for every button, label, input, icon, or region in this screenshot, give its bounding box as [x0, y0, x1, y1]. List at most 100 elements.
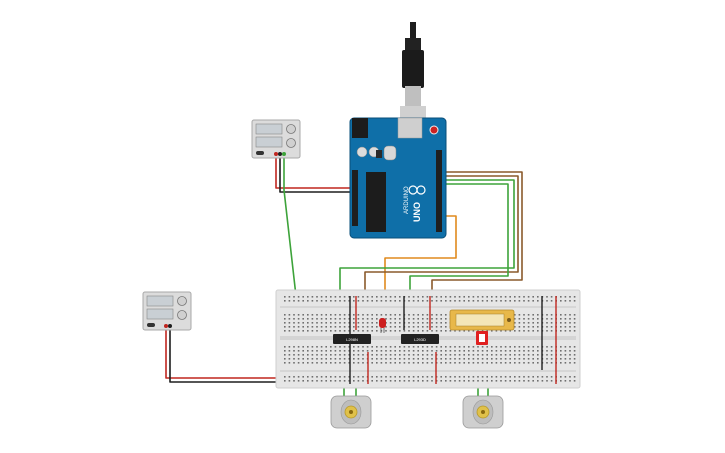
- breadboard-hole[interactable]: [504, 350, 507, 352]
- breadboard-hole[interactable]: [371, 318, 373, 320]
- breadboard-hole[interactable]: [330, 318, 332, 320]
- breadboard-hole[interactable]: [297, 376, 300, 378]
- breadboard-hole[interactable]: [311, 322, 314, 324]
- breadboard-hole[interactable]: [546, 300, 548, 302]
- breadboard-hole[interactable]: [569, 354, 571, 356]
- breadboard-hole[interactable]: [514, 350, 516, 352]
- breadboard-hole[interactable]: [389, 362, 392, 364]
- breadboard-hole[interactable]: [399, 346, 401, 348]
- breadboard-hole[interactable]: [468, 380, 470, 382]
- breadboard-hole[interactable]: [468, 354, 470, 356]
- breadboard-hole[interactable]: [569, 318, 571, 320]
- breadboard-hole[interactable]: [468, 350, 470, 352]
- breadboard-hole[interactable]: [486, 354, 488, 356]
- breadboard-hole[interactable]: [399, 362, 401, 364]
- power-supply-bottom[interactable]: [142, 291, 192, 331]
- breadboard-hole[interactable]: [412, 350, 415, 352]
- breadboard-hole[interactable]: [284, 358, 286, 360]
- breadboard-hole[interactable]: [293, 300, 295, 302]
- breadboard-hole[interactable]: [412, 354, 415, 356]
- breadboard-hole[interactable]: [343, 358, 346, 360]
- breadboard-hole[interactable]: [458, 350, 461, 352]
- breadboard-hole[interactable]: [518, 318, 521, 320]
- breadboard-hole[interactable]: [389, 380, 392, 382]
- breadboard-hole[interactable]: [468, 330, 470, 332]
- breadboard-hole[interactable]: [353, 362, 355, 364]
- breadboard-hole[interactable]: [532, 318, 534, 320]
- breadboard-hole[interactable]: [527, 358, 530, 360]
- breadboard-hole[interactable]: [293, 326, 295, 328]
- dc-motor-left[interactable]: [330, 395, 372, 429]
- breadboard-hole[interactable]: [371, 362, 373, 364]
- breadboard-hole[interactable]: [334, 326, 337, 328]
- breadboard-hole[interactable]: [389, 314, 392, 316]
- breadboard-hole[interactable]: [518, 376, 521, 378]
- breadboard-hole[interactable]: [376, 300, 378, 302]
- breadboard-hole[interactable]: [426, 362, 429, 364]
- breadboard-hole[interactable]: [564, 376, 567, 378]
- breadboard-hole[interactable]: [320, 326, 323, 328]
- breadboard-hole[interactable]: [509, 346, 511, 348]
- breadboard-hole[interactable]: [376, 326, 378, 328]
- breadboard-hole[interactable]: [523, 326, 525, 328]
- breadboard-hole[interactable]: [366, 314, 369, 316]
- breadboard-hole[interactable]: [426, 354, 429, 356]
- breadboard-hole[interactable]: [297, 350, 300, 352]
- breadboard-hole[interactable]: [394, 350, 396, 352]
- breadboard-hole[interactable]: [537, 326, 539, 328]
- breadboard-hole[interactable]: [325, 362, 327, 364]
- breadboard-hole[interactable]: [353, 358, 355, 360]
- breadboard-hole[interactable]: [527, 350, 530, 352]
- breadboard-hole[interactable]: [362, 354, 364, 356]
- breadboard-hole[interactable]: [454, 330, 456, 332]
- breadboard-hole[interactable]: [463, 330, 465, 332]
- breadboard-hole[interactable]: [527, 362, 530, 364]
- breadboard-hole[interactable]: [389, 350, 392, 352]
- breadboard-hole[interactable]: [495, 300, 498, 302]
- breadboard-hole[interactable]: [518, 322, 521, 324]
- breadboard-hole[interactable]: [353, 314, 355, 316]
- breadboard-hole[interactable]: [518, 346, 521, 348]
- breadboard-hole[interactable]: [422, 322, 424, 324]
- breadboard-hole[interactable]: [339, 350, 341, 352]
- terminal-red[interactable]: [274, 152, 278, 156]
- knob-icon[interactable]: [177, 296, 187, 306]
- breadboard-hole[interactable]: [477, 346, 479, 348]
- breadboard-hole[interactable]: [417, 358, 419, 360]
- breadboard-hole[interactable]: [343, 346, 346, 348]
- breadboard-hole[interactable]: [472, 300, 475, 302]
- breadboard-hole[interactable]: [399, 354, 401, 356]
- breadboard-hole[interactable]: [546, 330, 548, 332]
- breadboard-hole[interactable]: [334, 380, 337, 382]
- breadboard-hole[interactable]: [523, 380, 525, 382]
- breadboard-hole[interactable]: [486, 330, 488, 332]
- breadboard-hole[interactable]: [357, 300, 360, 302]
- breadboard-hole[interactable]: [523, 350, 525, 352]
- breadboard-hole[interactable]: [412, 296, 415, 298]
- breadboard-hole[interactable]: [389, 322, 392, 324]
- breadboard-hole[interactable]: [357, 314, 360, 316]
- breadboard-hole[interactable]: [330, 358, 332, 360]
- breadboard-hole[interactable]: [477, 376, 479, 378]
- breadboard-hole[interactable]: [569, 376, 571, 378]
- breadboard-hole[interactable]: [288, 300, 291, 302]
- breadboard-hole[interactable]: [307, 354, 309, 356]
- breadboard-hole[interactable]: [284, 322, 286, 324]
- breadboard-hole[interactable]: [550, 322, 553, 324]
- breadboard-hole[interactable]: [431, 330, 433, 332]
- breadboard-hole[interactable]: [284, 362, 286, 364]
- breadboard-hole[interactable]: [307, 380, 309, 382]
- breadboard-hole[interactable]: [422, 358, 424, 360]
- breadboard-hole[interactable]: [339, 322, 341, 324]
- breadboard-hole[interactable]: [394, 358, 396, 360]
- breadboard-hole[interactable]: [316, 326, 318, 328]
- breadboard-hole[interactable]: [403, 346, 406, 348]
- breadboard-hole[interactable]: [422, 376, 424, 378]
- breadboard-hole[interactable]: [362, 326, 364, 328]
- breadboard-hole[interactable]: [412, 314, 415, 316]
- breadboard-hole[interactable]: [514, 346, 516, 348]
- breadboard-hole[interactable]: [546, 296, 548, 298]
- breadboard-hole[interactable]: [339, 314, 341, 316]
- breadboard-hole[interactable]: [385, 358, 387, 360]
- breadboard-hole[interactable]: [316, 346, 318, 348]
